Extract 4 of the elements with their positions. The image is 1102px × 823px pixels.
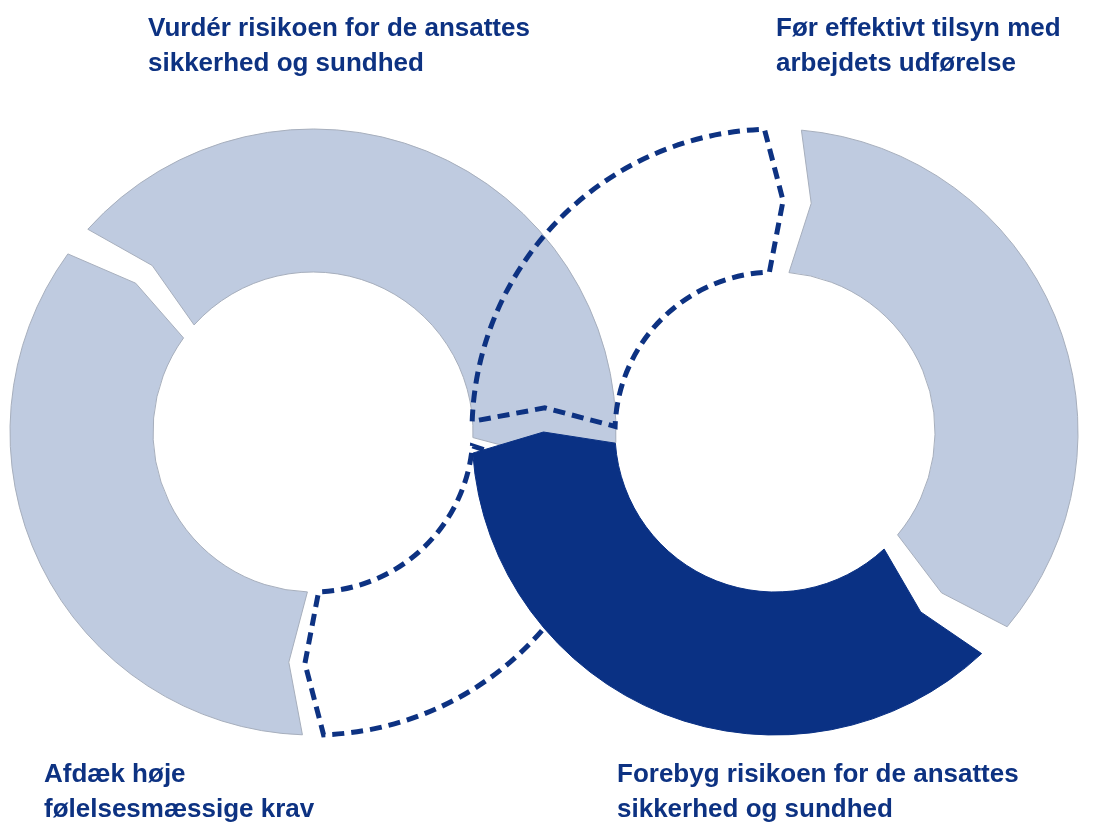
step-heading: Vurdér risikoen for de ansattes sikkerhed og sundhed xyxy=(148,11,531,79)
step-heading: Afdæk høje følelsesmæssige krav xyxy=(44,757,316,823)
step-heading: Forebyg risikoen for de ansattes sikkerhed og sundhed xyxy=(617,757,1020,823)
step-heading: Før effektivt tilsyn med arbejdets udførelse xyxy=(776,11,1062,79)
